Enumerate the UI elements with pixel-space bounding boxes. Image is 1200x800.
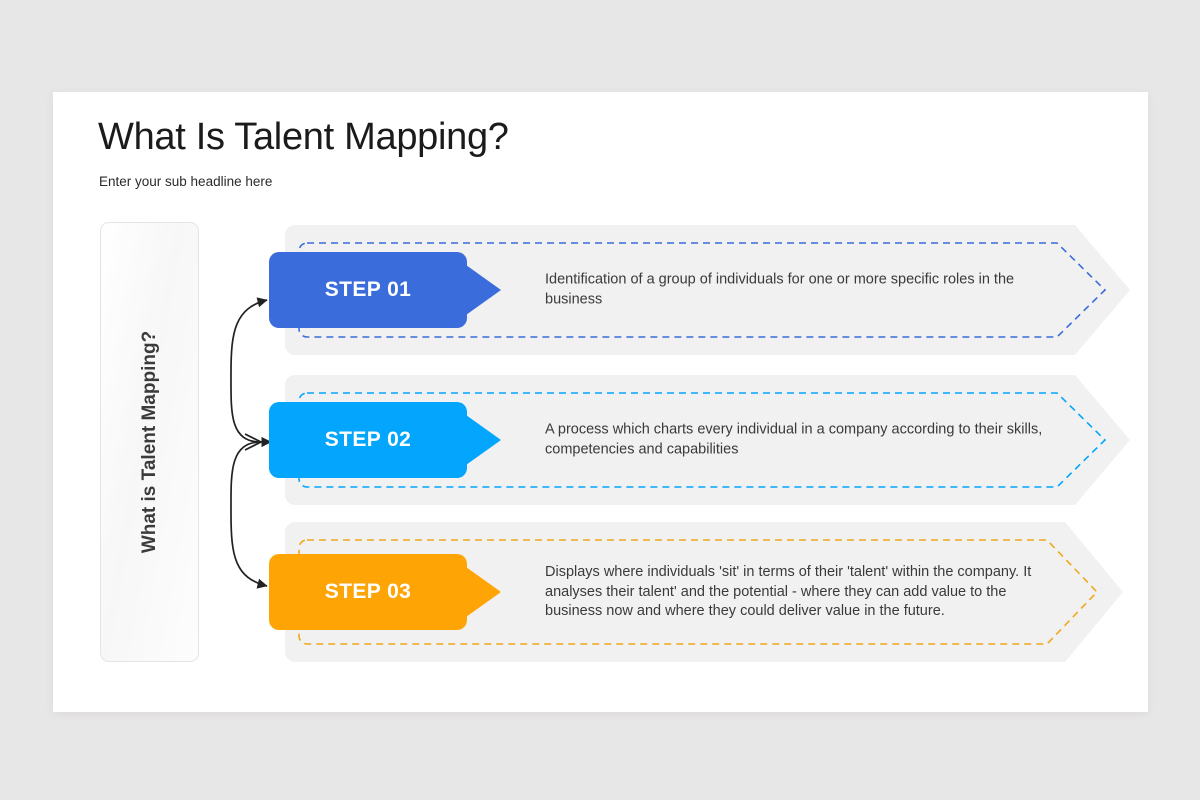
step-row[interactable]: STEP 02 A process which charts every ind…	[269, 375, 1130, 505]
chevron-fill-2	[285, 375, 1130, 505]
slide-card: What Is Talent Mapping? Enter your sub h…	[53, 92, 1148, 712]
step-badge-1[interactable]: STEP 01	[269, 252, 501, 328]
connector-arrow-3	[230, 441, 268, 589]
badge-body	[269, 402, 467, 478]
step-badge-2[interactable]: STEP 02	[269, 402, 501, 478]
chevron-fill-1	[285, 225, 1130, 355]
step-label: STEP 03	[324, 580, 412, 603]
chevron-band-2	[285, 375, 1130, 505]
step-description: Displays where individuals 'sit' in term…	[545, 563, 1032, 619]
badge-arrow-tip-icon	[459, 562, 501, 622]
badge-body	[269, 252, 467, 328]
chevron-dashed-outline-2	[298, 392, 1107, 488]
side-panel-label: What is Talent Mapping?	[138, 330, 160, 554]
step-label: STEP 01	[324, 278, 412, 301]
chevron-dashed-outline-3	[298, 539, 1099, 645]
step-description: Identification of a group of individuals…	[545, 271, 1015, 308]
connector-arrow-1	[230, 297, 268, 443]
connector-hub	[244, 433, 262, 451]
side-panel: What is Talent Mapping?	[100, 222, 199, 662]
badge-arrow-tip-icon	[459, 410, 501, 470]
chevron-fill-3	[285, 522, 1123, 662]
step-row[interactable]: STEP 01 Identification of a group of ind…	[269, 225, 1130, 355]
chevron-band-3	[285, 522, 1123, 662]
page-title: What Is Talent Mapping?	[98, 116, 509, 158]
page-subtitle: Enter your sub headline here	[99, 174, 273, 189]
step-row[interactable]: STEP 03 Displays where individuals 'sit'…	[269, 522, 1130, 662]
step-description: A process which charts every individual …	[545, 421, 1043, 458]
step-label: STEP 02	[324, 428, 412, 451]
badge-arrow-tip-icon	[459, 260, 501, 320]
chevron-dashed-outline-1	[298, 242, 1107, 338]
step-badge-3[interactable]: STEP 03	[269, 554, 501, 630]
badge-body	[269, 554, 467, 630]
chevron-band-1	[285, 225, 1130, 355]
